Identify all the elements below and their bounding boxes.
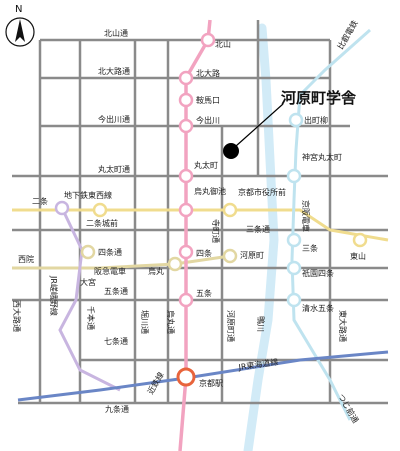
label-tozai-line: 地下鉄東西線	[64, 190, 112, 200]
label-sanjo-station: 三条	[302, 243, 318, 253]
station-kawaramachi	[222, 248, 238, 264]
station-shijo	[178, 244, 194, 260]
label-karasuma-dori: 烏丸通	[166, 310, 176, 334]
label-kiyomizu-gojo-station: 清水五条	[302, 303, 334, 313]
kamo-river	[243, 23, 279, 451]
label-senbon: 千本通	[86, 306, 96, 330]
label-imadegawa-dori: 今出川通	[98, 114, 130, 124]
label-jr-sagano: JR嵯峨野線	[49, 275, 59, 316]
label-karasuma-oike-station: 烏丸御池	[194, 186, 226, 196]
station-shiyakusho-mae	[222, 202, 238, 218]
label-marutamachi-station: 丸太町	[194, 160, 218, 170]
station-kyoto-icon	[176, 367, 196, 387]
station-gion-shijo	[286, 260, 302, 276]
label-kamogawa: 鴨川	[256, 316, 266, 332]
station-omiya	[80, 244, 96, 260]
label-kujo-dori: 九条通	[105, 404, 129, 414]
label-marutamachi-dori: 丸太町通	[98, 164, 130, 174]
station-nijojo-mae	[92, 202, 108, 218]
label-demachiyanagi-station: 出町柳	[304, 115, 328, 125]
label-keihan: 京阪電車	[301, 200, 311, 232]
karasuma-stations	[178, 32, 216, 308]
label-kyoto-station: 京都駅	[199, 378, 223, 388]
compass-letter: N	[15, 4, 22, 15]
label-saiin-station: 西院	[18, 254, 34, 264]
label-jingu-marutamachi-station: 神宮丸太町	[302, 152, 342, 162]
eizan-line	[298, 28, 371, 97]
karasuma-line	[178, 19, 212, 451]
label-kitayama-station: 北山	[215, 39, 231, 49]
label-shijo-dori: 四条通	[98, 247, 122, 257]
station-karasuma-oike	[178, 202, 194, 218]
destination-leader-line	[235, 103, 284, 147]
label-omiya-station: 大宮	[80, 277, 96, 287]
label-shiyakusho-mae: 京都市役所前	[238, 187, 286, 197]
tozai-line	[12, 208, 389, 242]
sagano-stations	[54, 200, 70, 216]
north-arrow-icon	[5, 17, 35, 47]
station-sanjo	[286, 232, 302, 248]
label-imadegawa-station: 今出川	[196, 115, 220, 125]
station-kitaoji	[178, 70, 194, 86]
label-shijo-station: 四条	[196, 248, 212, 258]
street-grid-vertical	[38, 20, 332, 403]
destination-label: 河原町学舎	[281, 89, 357, 107]
label-teramachi: 寺町通	[211, 219, 221, 243]
station-demachiyanagi	[288, 112, 304, 128]
station-kitayama	[200, 32, 216, 48]
station-nijo	[54, 200, 70, 216]
label-higashiyama-station: 東山	[350, 251, 366, 261]
hankyu-stations	[80, 244, 238, 272]
label-hankyu: 阪急電車	[94, 266, 126, 276]
label-nijo-station: 二条	[32, 196, 48, 206]
label-shichijo-dori: 七条通	[104, 336, 128, 346]
station-kuramaguchi	[178, 92, 194, 108]
label-eizan: 比叡電鉄	[335, 18, 360, 51]
label-nijojo-mae-station: 二条城前	[86, 218, 118, 228]
label-horikawa: 堀川通	[140, 310, 150, 334]
station-imadegawa	[178, 118, 194, 134]
station-karasuma	[167, 256, 183, 272]
label-kawaramachi-dori: 河原町通	[226, 310, 236, 342]
tozai-stations	[92, 202, 368, 248]
label-karasuma-station: 烏丸	[148, 266, 164, 276]
station-gojo	[178, 292, 194, 308]
label-kitaoji-station: 北大路	[196, 68, 220, 78]
station-jingu-marutamachi	[286, 168, 302, 184]
keihan-stations	[286, 112, 304, 308]
destination-dot-icon	[223, 143, 239, 159]
label-kitaoji-dori: 北大路通	[98, 66, 130, 76]
label-gojo-dori: 五条通	[104, 286, 128, 296]
label-kitayama-dori: 北山通	[104, 28, 128, 38]
label-higashioji: 東大路通	[338, 310, 348, 342]
station-higashiyama	[352, 232, 368, 248]
label-kuramaguchi-station: 鞍馬口	[196, 95, 220, 105]
label-sanjo-dori: 三条通	[246, 224, 270, 234]
label-gojo-station: 五条	[196, 288, 212, 298]
hankyu-line	[12, 254, 231, 270]
station-marutamachi	[178, 168, 194, 184]
keihan-line	[290, 94, 352, 421]
label-kawaramachi-station: 河原町	[240, 250, 264, 260]
label-gion-shijo-station: 祇園四条	[302, 268, 334, 278]
jr-sagano-line	[58, 207, 121, 392]
label-nishioji: 西大路通	[12, 300, 22, 332]
station-kiyomizu-gojo	[286, 292, 302, 308]
